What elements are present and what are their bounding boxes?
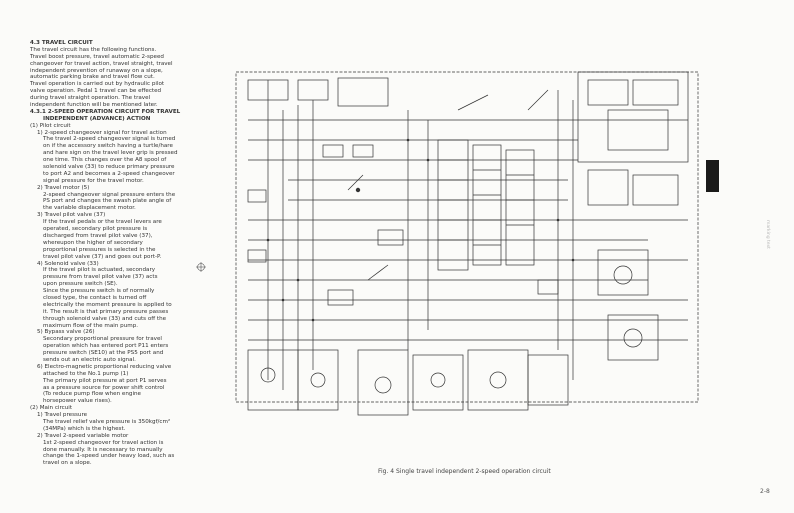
paragraph-line: to port A2 and becomes a 2-speed changeo… bbox=[43, 170, 175, 177]
paragraph-line: Since the pressure switch is of normally bbox=[43, 288, 155, 295]
paragraph-line: operated, secondary pilot pressure is bbox=[43, 226, 148, 233]
paragraph-line: operation which has entered port P11 ent… bbox=[43, 343, 169, 350]
paragraph-line: one time. This changes over the A8 spool… bbox=[43, 157, 167, 164]
paragraph-line: horsepower value rises). bbox=[43, 398, 112, 405]
paragraph-line: solenoid valve (33) to reduce primary pr… bbox=[43, 164, 175, 171]
paragraph-line: The primary pilot pressure at port P1 se… bbox=[43, 377, 167, 384]
paragraph-line: Secondary proportional pressure for trav… bbox=[43, 336, 162, 343]
side-watermark-text: marking text bbox=[765, 220, 770, 249]
paragraph-line: If the travel pedals or the travel lever… bbox=[43, 219, 162, 226]
paragraph-line: whereupon the higher of secondary bbox=[43, 239, 143, 246]
paragraph-line: Travel boost pressure, travel automatic … bbox=[30, 53, 164, 60]
paragraph-line: (34MPa) which is the highest. bbox=[43, 425, 126, 432]
paragraph-line: The travel 2-speed changeover signal is … bbox=[43, 136, 176, 143]
paragraph-line: changeover for travel action, travel str… bbox=[30, 60, 173, 67]
paragraph-list: The travel circuit has the following fun… bbox=[30, 47, 220, 467]
paragraph-line: 2) Travel 2-speed variable motor bbox=[37, 432, 129, 439]
paragraph-line: 3) Travel pilot valve (37) bbox=[37, 212, 106, 219]
paragraph-line: 1) 2-speed changeover signal for travel … bbox=[37, 129, 167, 136]
paragraph-line: independent function will be mentioned l… bbox=[30, 102, 158, 109]
paragraph-line: PS port and changes the swash plate angl… bbox=[43, 198, 172, 205]
paragraph-line: the variable displacement motor. bbox=[43, 205, 136, 212]
paragraph-line: 2-speed changeover signal pressure enter… bbox=[43, 191, 176, 198]
paragraph-line: maximum flow of the main pump. bbox=[43, 322, 139, 329]
figure-caption: Fig. 4 Single travel independent 2-speed… bbox=[378, 468, 551, 475]
paragraph-line: it. The result is that primary pressure … bbox=[43, 308, 169, 315]
paragraph-line: sends out an electric auto signal. bbox=[43, 356, 136, 363]
paragraph-line: (1) Pilot circuit bbox=[30, 122, 71, 129]
paragraph-line: valve operation. Pedal 1 travel can be e… bbox=[30, 88, 162, 95]
paragraph-line: automatic parking brake and travel flow … bbox=[30, 74, 155, 81]
paragraph-line: as a pressure source for power shift con… bbox=[43, 384, 165, 391]
section-heading: 4.3 TRAVEL CIRCUIT bbox=[30, 40, 93, 46]
paragraph-line: during travel straight operation. The tr… bbox=[30, 95, 151, 102]
paragraph-line: 4.3.1 2-SPEED OPERATION CIRCUIT FOR TRAV… bbox=[30, 108, 181, 115]
paragraph-line: 2) Travel motor (5) bbox=[37, 184, 90, 191]
paragraph-line: on if the accessory switch having a turt… bbox=[43, 143, 173, 150]
hydraulic-circuit-diagram bbox=[235, 71, 699, 416]
paragraph-line: pressure from travel pilot valve (37) ac… bbox=[43, 274, 158, 281]
paragraph-line: proportional pressures is selected in th… bbox=[43, 246, 156, 253]
paragraph-line: (To reduce pump flow when engine bbox=[43, 391, 141, 398]
paragraph-line: through solenoid valve (33) and cuts off… bbox=[43, 315, 167, 322]
paragraph-line: attached to the No.1 pump (1) bbox=[43, 370, 129, 377]
paragraph-line: The travel relief valve pressure is 350k… bbox=[43, 418, 171, 425]
paragraph-line: 5) Bypass valve (26) bbox=[37, 329, 95, 336]
paragraph-line: travel on a slope. bbox=[43, 460, 92, 467]
page-number: 2-8 bbox=[760, 488, 770, 495]
paragraph-line: pressure switch (SE10) at the PS5 port a… bbox=[43, 350, 164, 357]
paragraph-line: If the travel pilot is actuated, seconda… bbox=[43, 267, 156, 274]
text-column: 4.3 TRAVEL CIRCUIT The travel circuit ha… bbox=[30, 40, 220, 467]
paragraph-line: discharged from travel pilot valve (37), bbox=[43, 232, 153, 239]
registration-mark-icon bbox=[196, 262, 206, 272]
paragraph-line: and hare sign on the travel lever grip i… bbox=[43, 150, 178, 157]
paragraph-line: 1) Travel pressure bbox=[37, 412, 88, 419]
paragraph-line: signal pressure for the travel motor. bbox=[43, 177, 144, 184]
paragraph-line: 1st 2-speed changeover for travel action… bbox=[43, 439, 164, 446]
paragraph-line: 6) Electro-magnetic proportional reducin… bbox=[37, 363, 172, 370]
paragraph-line: travel pilot valve (37) and goes out por… bbox=[43, 253, 162, 260]
paragraph-line: upon pressure switch (SE). bbox=[43, 281, 118, 288]
paragraph-line: (2) Main circuit bbox=[30, 405, 73, 412]
paragraph-line: 4) Solenoid valve (33) bbox=[37, 260, 99, 267]
paragraph-line: electrically the moment pressure is appl… bbox=[43, 301, 172, 308]
section-tab-marker bbox=[706, 160, 719, 192]
paragraph-line: closed type, the contact is turned off bbox=[43, 294, 147, 301]
paragraph-line: change the 1-speed under heavy load, suc… bbox=[43, 453, 175, 460]
paragraph-line: The travel circuit has the following fun… bbox=[30, 46, 157, 53]
paragraph-line: INDEPENDENT (ADVANCE) ACTION bbox=[43, 115, 151, 122]
paragraph-line: done manually. It is necessary to manual… bbox=[43, 446, 163, 453]
paragraph-line: Travel operation is carried out by hydra… bbox=[30, 81, 165, 88]
paragraph-line: independent prevention of runaway on a s… bbox=[30, 67, 163, 74]
